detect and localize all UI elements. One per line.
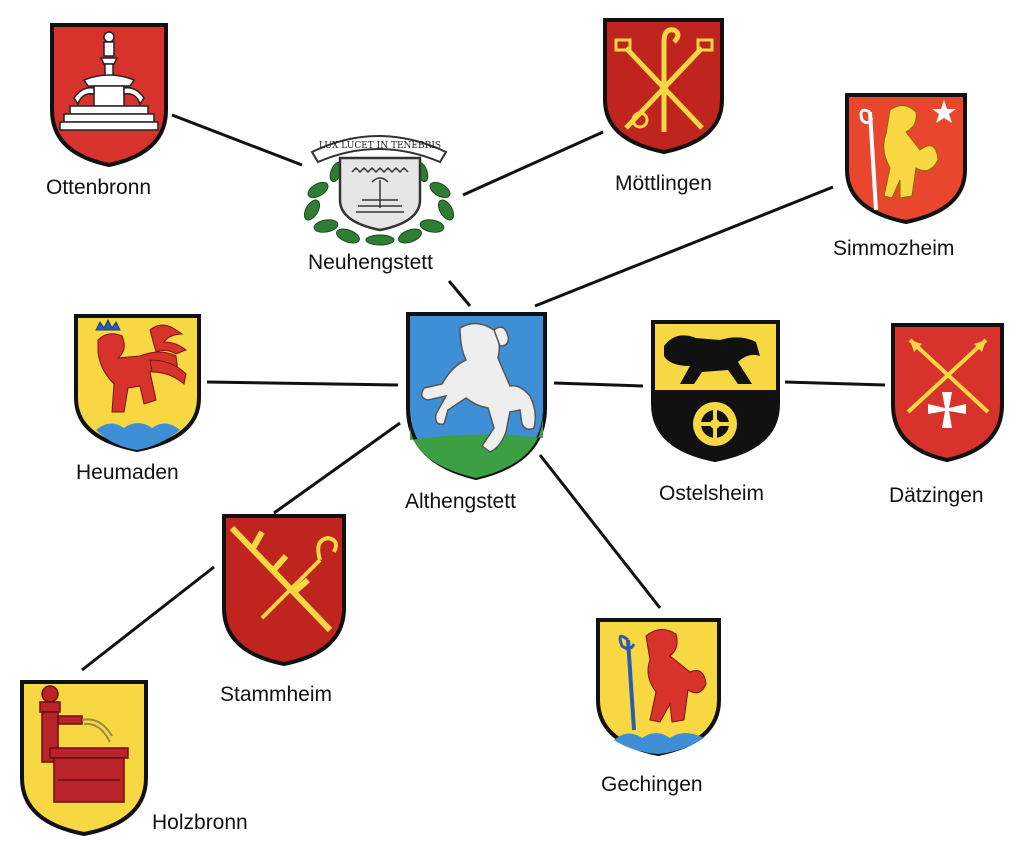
connection-stammheim-holzbronn <box>81 565 215 672</box>
heumaden-coat-of-arms <box>74 314 201 453</box>
label-neuhengstett: Neuhengstett <box>308 251 433 274</box>
neuhengstett-coat-of-arms: LUX LUCET IN TENEBRIS <box>303 135 455 246</box>
label-simmozheim: Simmozheim <box>833 237 955 260</box>
wooden-fountain-icon <box>39 685 129 803</box>
label-moettlingen: Möttlingen <box>615 172 712 195</box>
connection-althengstett-gechingen <box>538 454 662 609</box>
ottenbronn-coat-of-arms <box>50 23 168 168</box>
label-ostelsheim: Ostelsheim <box>659 482 765 505</box>
connection-althengstett-stammheim <box>273 421 401 515</box>
rearing-horse-icon <box>421 322 537 453</box>
label-heumaden: Heumaden <box>76 461 179 484</box>
holzbronn-coat-of-arms <box>20 680 148 837</box>
lion-crozier-icon <box>618 629 707 731</box>
stammheim-coat-of-arms <box>222 514 346 667</box>
lion-crozier-star-icon <box>859 100 956 211</box>
crossed-arrows-cross-icon <box>906 338 990 428</box>
torch-cartouche-icon <box>351 166 409 213</box>
simmozheim-coat-of-arms <box>845 93 967 225</box>
lion-crowned-icon <box>95 318 187 413</box>
ostelsheim-coat-of-arms <box>651 320 780 463</box>
label-holzbronn: Holzbronn <box>152 811 248 834</box>
althengstett-coat-of-arms <box>406 312 547 481</box>
connection-heumaden-althengstett <box>206 380 399 387</box>
connection-althengstett-ostelsheim <box>553 381 644 388</box>
label-althengstett: Althengstett <box>405 490 516 513</box>
connection-ostelsheim-daetzingen <box>784 380 886 387</box>
banner-motto: LUX LUCET IN TENEBRIS <box>319 141 441 151</box>
connection-ottenbronn-neuhengstett <box>171 113 303 167</box>
moettlingen-coat-of-arms <box>603 18 724 155</box>
daetzingen-coat-of-arms <box>891 323 1004 463</box>
connection-lines <box>81 113 886 672</box>
label-daetzingen: Dätzingen <box>889 484 984 507</box>
lion-wheel-icon <box>664 335 760 446</box>
label-ottenbronn: Ottenbronn <box>46 176 152 199</box>
branch-crozier-icon <box>229 525 338 633</box>
laurel-wreath <box>303 161 455 246</box>
connection-simmozheim-althengstett <box>534 185 834 308</box>
label-stammheim: Stammheim <box>220 683 333 706</box>
connection-neuhengstett-althengstett <box>447 280 472 307</box>
label-gechingen: Gechingen <box>601 773 703 796</box>
connection-neuhengstett-moettlingen <box>462 130 604 197</box>
crossed-keys-crozier-icon <box>614 27 714 132</box>
gechingen-coat-of-arms <box>596 618 721 757</box>
fountain-icon <box>59 31 159 131</box>
